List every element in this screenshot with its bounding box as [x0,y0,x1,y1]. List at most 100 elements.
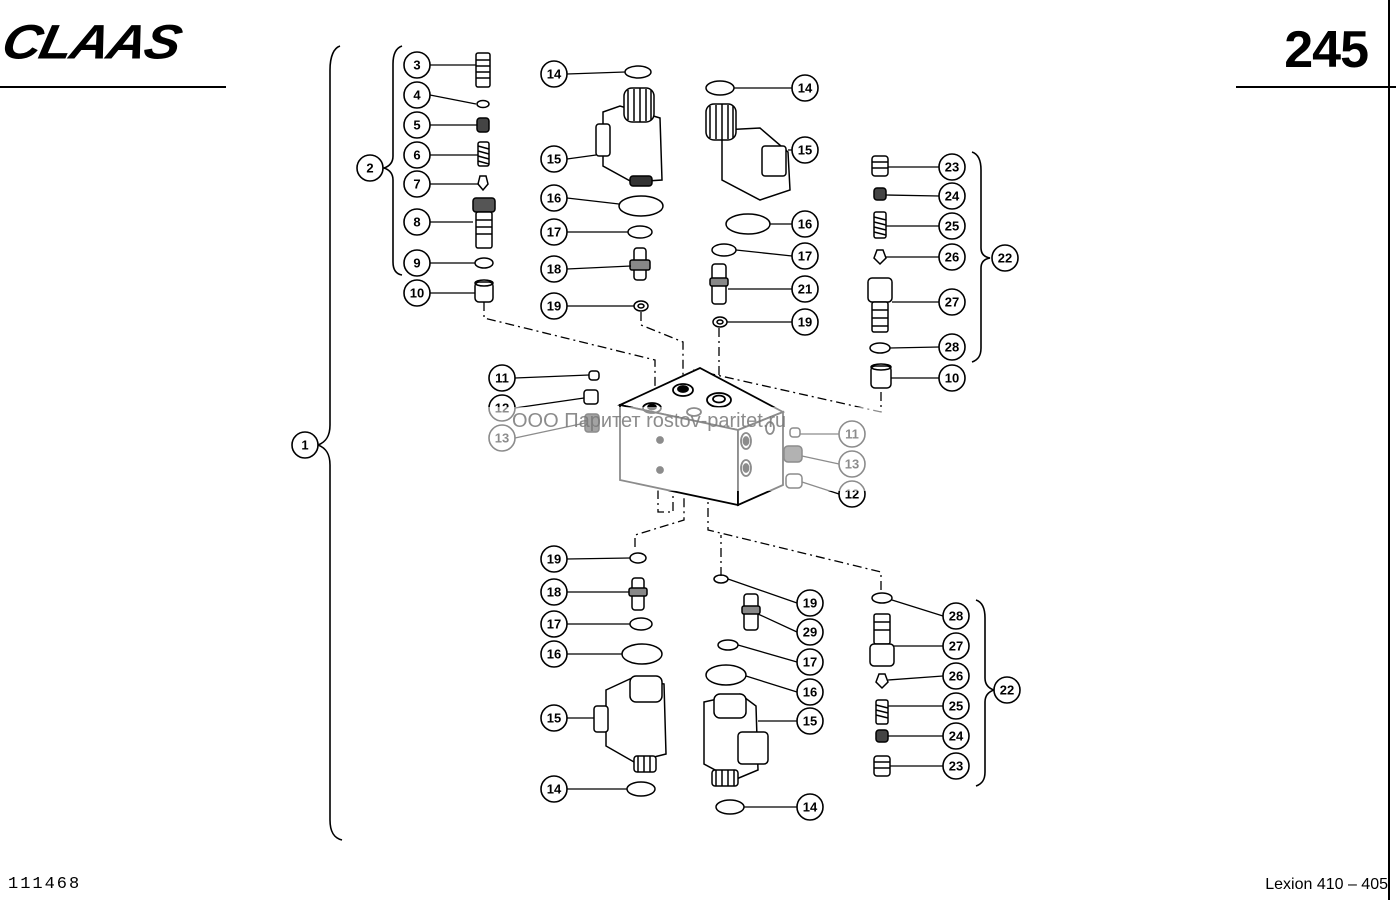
callout-circle [403,51,431,79]
callout-leader [429,94,477,105]
callout-leader [514,374,590,379]
callout-16: 16 [770,210,819,238]
callout-number: 14 [798,81,813,96]
callout-17: 17 [540,218,628,246]
callout-circle [942,602,970,630]
callout-14: 14 [744,793,824,821]
callout-circle [796,678,824,706]
callout-leader [891,599,944,617]
callout-number: 24 [949,729,964,744]
callout-22: 22 [993,676,1021,704]
callout-16: 16 [745,675,824,706]
callout-circle [942,632,970,660]
callout-27: 27 [892,288,966,316]
callout-circle [796,589,824,617]
callout-circle [938,288,966,316]
header-rule-right [1236,86,1396,88]
callout-number: 19 [547,299,561,314]
callout-number: 14 [803,800,818,815]
callout-18: 18 [540,578,629,606]
callout-leader [566,557,631,560]
callout-leader [566,265,632,270]
callout-15: 15 [540,704,594,732]
callout-circle [796,707,824,735]
callout-number: 25 [945,219,959,234]
callout-circle [403,279,431,307]
callout-number: 18 [547,262,561,277]
callout-number: 22 [1000,683,1014,698]
watermark-backdrop [487,407,911,491]
callout-circle [991,244,1019,272]
callout-leader [887,675,944,681]
callout-circle [791,242,819,270]
callout-17: 17 [737,644,824,676]
callout-14: 14 [734,74,819,102]
callout-number: 16 [547,191,561,206]
callout-number: 29 [803,625,817,640]
callout-23: 23 [890,752,970,780]
callout-circle [403,208,431,236]
callout-number: 14 [547,782,562,797]
callout-26: 26 [886,243,966,271]
callout-circle [938,243,966,271]
callout-number: 23 [945,160,959,175]
callout-leader [757,613,798,633]
callout-number: 1 [301,438,308,453]
callout-number: 17 [547,617,561,632]
callout-14: 14 [540,60,626,88]
callout-circle [791,308,819,336]
callout-10: 10 [891,364,966,392]
callout-7: 7 [403,170,479,198]
drawing-number: 111468 [8,875,82,894]
callout-number: 7 [413,177,420,192]
brace-group-22-bottom [975,599,997,787]
brace-group-2 [381,45,403,276]
model-label: Lexion 410 – 405 [1265,876,1388,893]
callout-leader [885,194,940,197]
parts-bottom-right [869,592,895,777]
callout-28: 28 [891,599,970,630]
callout-circle [356,154,384,182]
callout-circle [791,275,819,303]
callout-circle [403,141,431,169]
callout-circle [540,184,568,212]
callout-circle [942,692,970,720]
callout-27: 27 [894,632,970,660]
callout-circle [540,578,568,606]
callout-circle [403,170,431,198]
callout-layer: 1234567891014151617181914151617211923242… [291,51,1021,821]
callout-circle [942,722,970,750]
callout-4: 4 [403,81,477,109]
callout-number: 26 [945,250,959,265]
callout-circle [938,182,966,210]
callout-number: 27 [949,639,963,654]
callout-17: 17 [540,610,630,638]
callout-number: 15 [798,143,812,158]
callout-number: 4 [413,88,421,103]
callout-number: 14 [547,67,562,82]
watermark-text: ООО Паритет rostov-paritet.ru [512,410,787,432]
callout-number: 2 [366,161,373,176]
callout-16: 16 [540,640,622,668]
callout-circle [403,249,431,277]
callout-3: 3 [403,51,476,79]
callout-number: 16 [547,647,561,662]
callout-10: 10 [403,279,475,307]
callout-number: 8 [413,215,420,230]
callout-2: 2 [356,154,384,182]
callout-number: 17 [798,249,812,264]
callout-circle [938,333,966,361]
callout-leader [737,644,798,663]
callout-circle [540,145,568,173]
callout-number: 19 [798,315,812,330]
callout-circle [540,545,568,573]
callout-number: 3 [413,58,420,73]
parts-bottom-center-right [703,574,769,815]
callout-14: 14 [540,775,627,803]
callout-15: 15 [758,707,824,735]
callout-circle [403,111,431,139]
brace-group-22-top [971,151,991,363]
callout-leader [745,675,798,693]
callout-leader [566,71,626,75]
callout-19: 19 [540,545,631,573]
